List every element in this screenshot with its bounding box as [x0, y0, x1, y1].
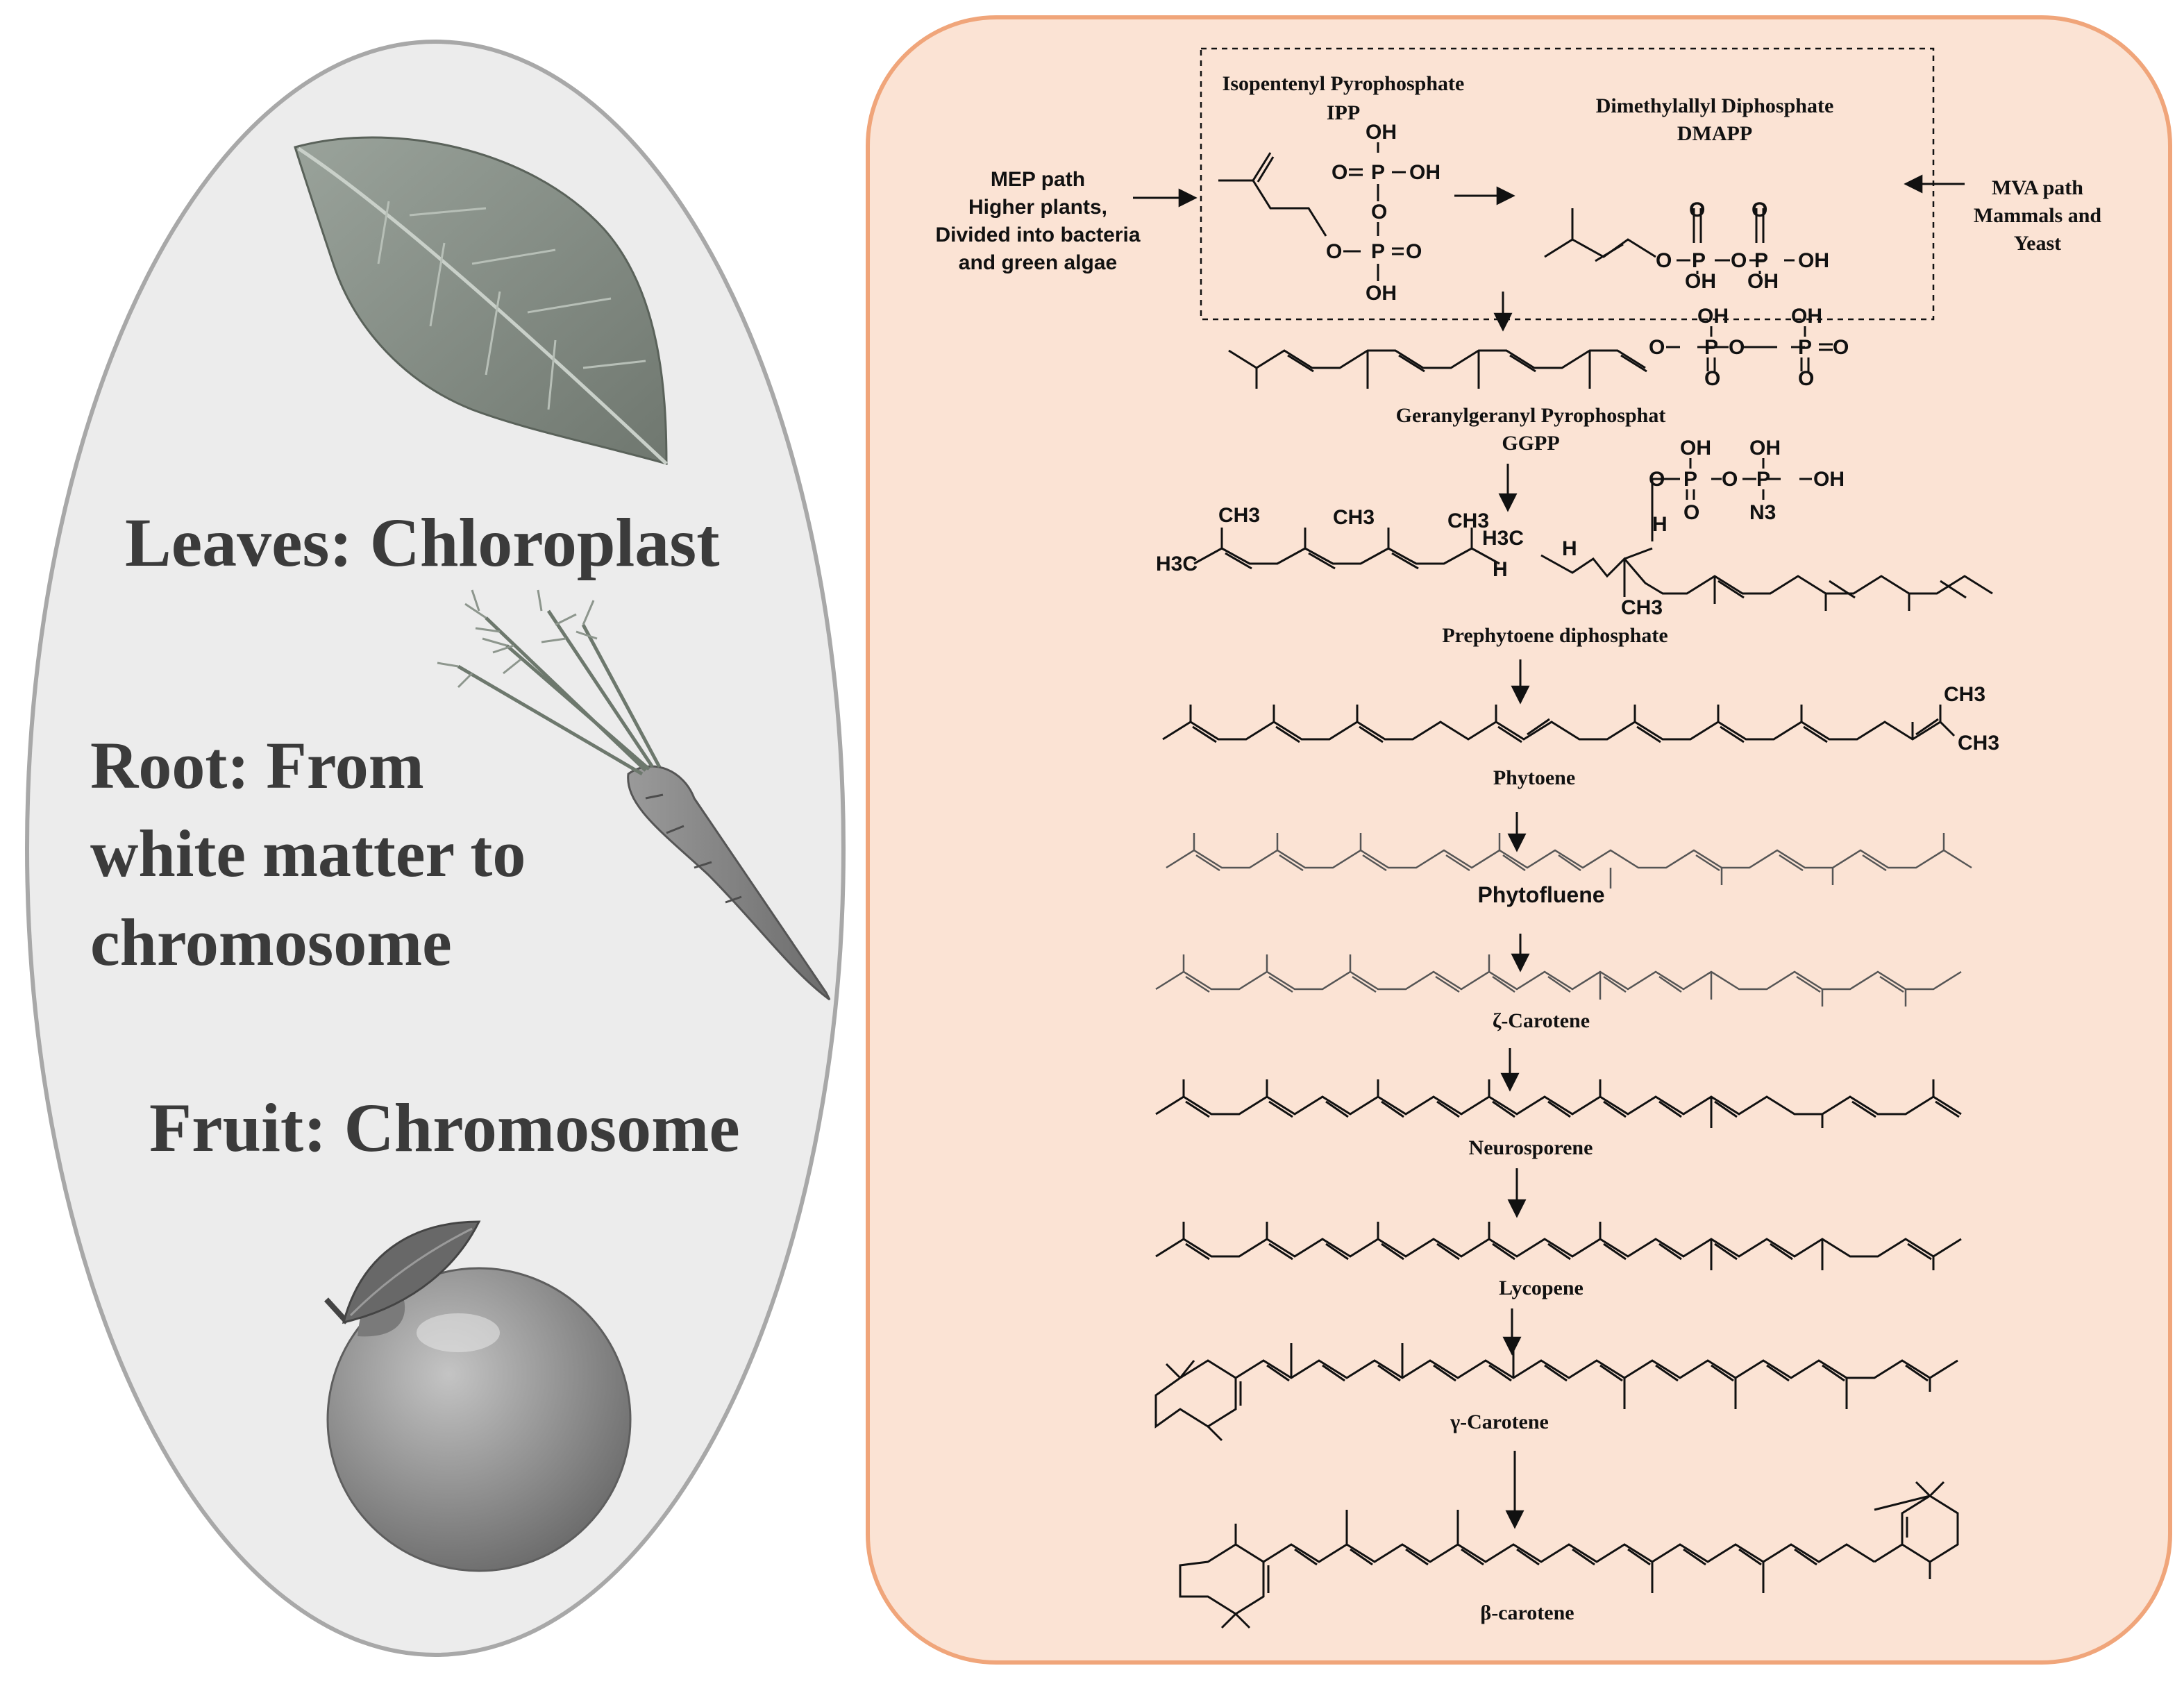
phytoene-structure [1162, 705, 1956, 743]
mep-label-line4: and green algae [959, 251, 1117, 274]
ipp-o-right: O [1406, 240, 1422, 263]
prephytoene-oh-right: OH [1813, 468, 1845, 491]
prephytoene-oh-top2: OH [1749, 437, 1781, 460]
prephytoene-oh-top1: OH [1680, 437, 1711, 460]
mep-label-line3: Divided into bacteria [935, 224, 1140, 246]
prephytoene-h3: H [1652, 513, 1668, 536]
prephytoene-structure [1193, 458, 1993, 611]
ggpp-oh1: OH [1697, 305, 1729, 328]
phytofluene-structure [1166, 833, 1972, 889]
mva-label-line2: Mammals and [1974, 204, 2101, 227]
zeta-carotene-label: ζ-Carotene [1493, 1009, 1590, 1032]
ipp-abbr: IPP [1327, 101, 1360, 124]
tissue-label-leaves: Leaves: Chloroplast [125, 504, 720, 581]
ggpp-structure [1228, 326, 1833, 389]
tissue-panel: Leaves: Chloroplast Root: From white mat… [25, 40, 846, 1657]
zeta-carotene-structure [1155, 954, 1962, 1007]
ggpp-p2: P [1798, 336, 1812, 359]
ggpp-o1: O [1649, 336, 1665, 359]
mep-label-line2: Higher plants, [968, 196, 1107, 219]
ggpp-o-bottom1: O [1704, 367, 1720, 390]
ipp-oh-right: OH [1409, 161, 1440, 184]
beta-carotene-label: β-carotene [1480, 1601, 1574, 1624]
ipp-oh-bottom: OH [1366, 282, 1397, 305]
phytoene-ch3-bottom: CH3 [1958, 732, 1999, 755]
prephytoene-o-bridge: O [1722, 468, 1738, 491]
neurosporene-structure [1155, 1079, 1962, 1128]
prephytoene-ch3-2: CH3 [1333, 506, 1375, 529]
prephytoene-h3c-mid: H3C [1482, 527, 1524, 550]
tissue-label-fruit: Fruit: Chromosome [149, 1089, 740, 1166]
ipp-name: Isopentenyl Pyrophosphate [1223, 72, 1465, 95]
ipp-structure [1218, 142, 1406, 281]
carrot-icon [437, 589, 831, 1001]
gamma-carotene-structure [1154, 1343, 1958, 1442]
dmapp-p2: P [1754, 249, 1768, 272]
pathway-panel: Isopentenyl Pyrophosphate IPP OH P O OH … [866, 15, 2172, 1665]
ipp-o-bridge: O [1371, 201, 1387, 224]
mva-label-line3: Yeast [2014, 232, 2061, 255]
prephytoene-p2: P [1756, 468, 1770, 491]
mep-label-line1: MEP path [991, 168, 1085, 191]
prephytoene-o1: O [1649, 468, 1665, 491]
leaf-icon [294, 136, 668, 465]
ipp-o-left: O [1332, 161, 1347, 184]
dmapp-o-top2: O [1752, 199, 1767, 221]
ipp-oh-top: OH [1366, 121, 1397, 144]
phytoene-ch3-top: CH3 [1944, 683, 1985, 706]
prephytoene-ch3-3: CH3 [1447, 510, 1489, 532]
mva-label-line1: MVA path [1992, 176, 2083, 199]
tissue-label-root-line1: Root: From [90, 728, 424, 802]
ggpp-abbr: GGPP [1502, 432, 1559, 455]
prephytoene-h1: H [1493, 558, 1508, 581]
dmapp-o-top1: O [1689, 199, 1705, 221]
prephytoene-o-bottom: O [1683, 501, 1699, 524]
dmapp-name: Dimethylallyl Diphosphate [1596, 94, 1834, 117]
ggpp-o-end: O [1833, 336, 1849, 359]
dmapp-oh-bottom2: OH [1747, 270, 1779, 293]
ggpp-o-bridge: O [1729, 336, 1745, 359]
prephytoene-ch3-1: CH3 [1218, 504, 1260, 527]
dmapp-oh-right: OH [1798, 249, 1829, 272]
dmapp-o1: O [1656, 249, 1672, 272]
prephytoene-p1: P [1683, 468, 1697, 491]
gamma-carotene-label: γ-Carotene [1450, 1411, 1549, 1433]
tissue-label-root-line2: white matter to [90, 816, 526, 891]
tissue-label-root-line3: chromosome [90, 905, 452, 979]
prephytoene-n3: N3 [1749, 501, 1776, 524]
ipp-p1: P [1371, 161, 1385, 184]
prephytoene-h2: H [1562, 537, 1577, 560]
prephytoene-ch3-4: CH3 [1621, 596, 1663, 619]
fruit-icon [324, 1220, 632, 1572]
dmapp-structure [1544, 208, 1795, 274]
dmapp-oh-bottom1: OH [1685, 270, 1716, 293]
phytofluene-label: Phytofluene [1477, 882, 1604, 907]
ggpp-oh2: OH [1791, 305, 1822, 328]
ggpp-o-bottom2: O [1798, 367, 1814, 390]
lycopene-label: Lycopene [1499, 1277, 1584, 1299]
phytoene-label: Phytoene [1493, 766, 1575, 789]
dmapp-p1: P [1692, 249, 1706, 272]
prephytoene-h3c-left: H3C [1156, 553, 1198, 575]
ipp-p2: P [1371, 240, 1385, 263]
dmapp-abbr: DMAPP [1677, 122, 1752, 145]
prephytoene-label: Prephytoene diphosphate [1442, 624, 1668, 647]
ipp-o-chain: O [1326, 240, 1342, 263]
ggpp-p1: P [1704, 336, 1718, 359]
dmapp-o-bridge: O [1731, 249, 1747, 272]
ggpp-name: Geranylgeranyl Pyrophosphat [1396, 404, 1666, 427]
lycopene-structure [1155, 1222, 1962, 1270]
neurosporene-label: Neurosporene [1469, 1136, 1593, 1159]
beta-carotene-structure [1179, 1481, 1959, 1629]
